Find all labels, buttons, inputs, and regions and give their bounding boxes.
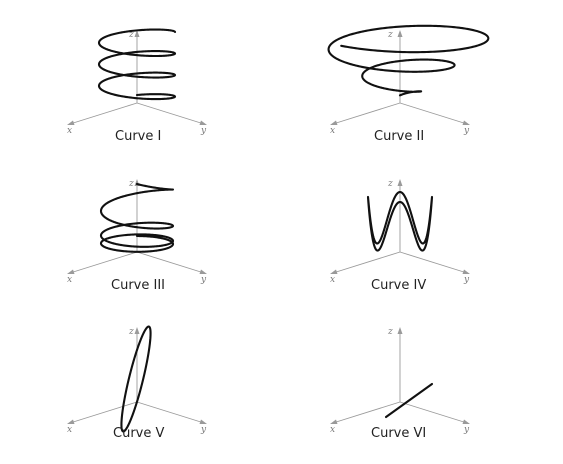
z-axis-label: z — [128, 179, 134, 189]
curve-label: Curve III — [111, 278, 165, 293]
curve-path — [120, 325, 152, 433]
panel-curve-5: z x y Curve V — [67, 325, 207, 441]
panel-curve-4: z x y Curve IV — [330, 179, 470, 293]
axes: z x y — [330, 179, 470, 285]
curve-path — [99, 182, 175, 253]
z-axis-label: z — [128, 30, 134, 40]
curve-label: Curve I — [115, 129, 161, 144]
axes: z x y — [67, 327, 207, 435]
panel-curve-1: z x y Curve I — [67, 28, 207, 144]
z-axis-label: z — [387, 327, 393, 337]
panel-curve-2: z x y Curve II — [327, 24, 490, 144]
y-axis-label: y — [200, 126, 207, 136]
axes: z x y — [330, 30, 470, 136]
axes: z x y — [67, 179, 207, 285]
curve-path — [327, 24, 490, 97]
x-axis-label: x — [330, 275, 335, 285]
z-axis-label: z — [387, 30, 393, 40]
x-axis-label: x — [67, 126, 72, 136]
z-axis-label: z — [128, 327, 134, 337]
x-axis-label: x — [67, 275, 72, 285]
y-axis-label: y — [463, 275, 470, 285]
z-axis-label: z — [387, 179, 393, 189]
panel-curve-3: z x y Curve III — [67, 179, 207, 293]
axes: z x y — [330, 327, 470, 435]
x-axis-label: x — [330, 126, 335, 136]
curve-path — [97, 28, 177, 101]
y-axis-label: y — [200, 425, 207, 435]
axes: z x y — [67, 30, 207, 136]
curve-label: Curve II — [374, 129, 424, 144]
curve-label: Curve VI — [371, 426, 426, 441]
x-axis-label: x — [67, 425, 72, 435]
curve-label: Curve IV — [371, 278, 426, 293]
y-axis-label: y — [200, 275, 207, 285]
y-axis-label: y — [463, 126, 470, 136]
y-axis-label: y — [463, 425, 470, 435]
curve-path — [366, 190, 434, 252]
x-axis-label: x — [330, 425, 335, 435]
panel-curve-6: z x y Curve VI — [330, 327, 470, 441]
curve-path — [384, 382, 434, 419]
curve-label: Curve V — [113, 426, 164, 441]
